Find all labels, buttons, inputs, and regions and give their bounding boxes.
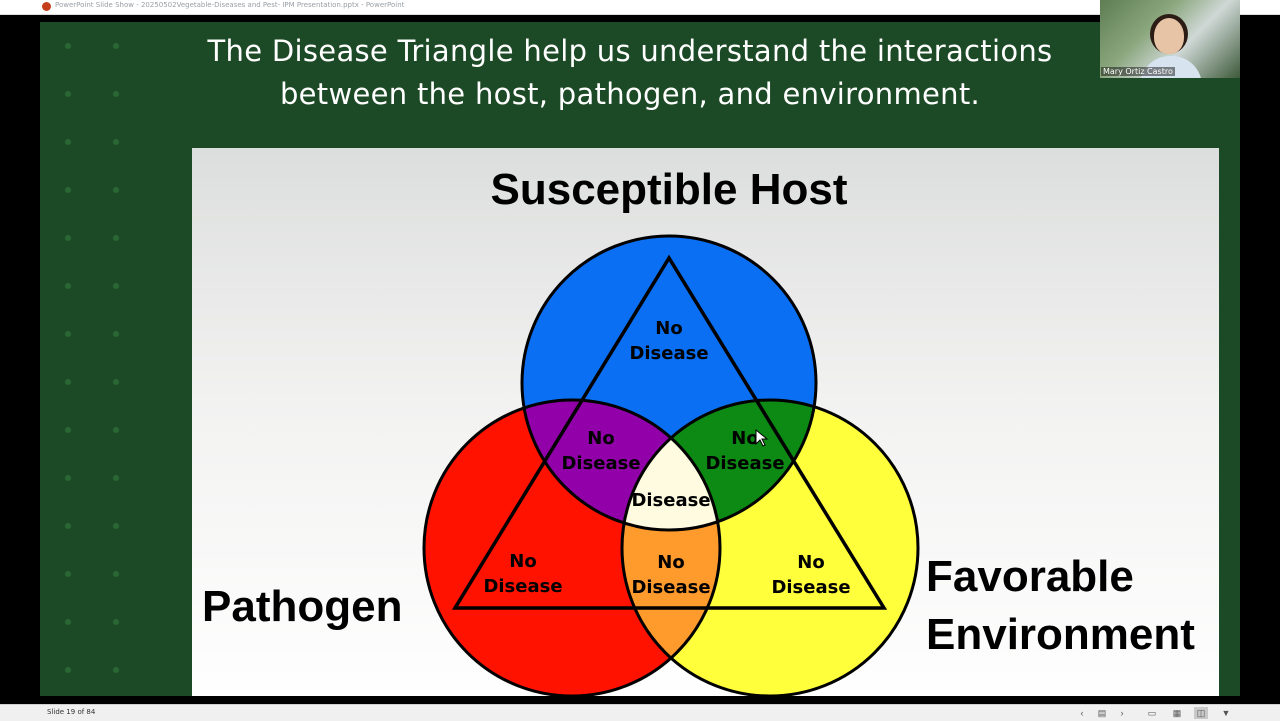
slide-sorter-icon[interactable]: ▦ bbox=[1172, 708, 1182, 718]
participant-face bbox=[1154, 18, 1184, 54]
slide-counter: Slide 19 of 84 bbox=[47, 708, 96, 716]
normal-view-icon[interactable]: ▭ bbox=[1147, 708, 1157, 718]
venn-diagram-svg: Susceptible Host No Disease No Disease N… bbox=[422, 165, 920, 696]
pathogen-only-label-1: No bbox=[509, 551, 536, 572]
participant-name: Mary Ortiz Castro bbox=[1101, 67, 1175, 76]
host-label: Susceptible Host bbox=[491, 165, 848, 214]
window-title: PowerPoint Slide Show - 20250502Vegetabl… bbox=[55, 1, 405, 9]
environment-only-label-1: No bbox=[797, 552, 824, 573]
powerpoint-icon bbox=[42, 2, 51, 11]
host-only-label-2: Disease bbox=[629, 343, 708, 364]
environment-circle-outline bbox=[620, 398, 920, 696]
host-environment-label-1: No bbox=[731, 428, 758, 449]
environment-label-line-2: Environment bbox=[926, 610, 1195, 659]
environment-label: Favorable Environment bbox=[926, 548, 1195, 664]
slide-title: The Disease Triangle help us understand … bbox=[190, 30, 1070, 116]
disease-triangle-diagram: Susceptible Host No Disease No Disease N… bbox=[192, 148, 1219, 696]
disease-triangle bbox=[451, 254, 888, 610]
pathogen-environment-label-1: No bbox=[657, 552, 684, 573]
pathogen-only-label-2: Disease bbox=[483, 576, 562, 597]
center-overlap bbox=[622, 400, 720, 530]
slideshow-statusbar: Slide 19 of 84 ‹ ▤ › ▭ ▦ ◫ ▼ bbox=[0, 704, 1280, 721]
center-disease-label: Disease bbox=[631, 490, 710, 511]
host-pathogen-label-1: No bbox=[587, 428, 614, 449]
pathogen-environment-label-2: Disease bbox=[631, 577, 710, 598]
mouse-cursor-icon bbox=[755, 428, 769, 447]
host-only-label-1: No bbox=[655, 318, 682, 339]
window-titlebar: PowerPoint Slide Show - 20250502Vegetabl… bbox=[0, 0, 1280, 15]
dot-pattern-decoration bbox=[40, 22, 155, 696]
reading-view-icon[interactable]: ◫ bbox=[1194, 707, 1208, 719]
host-environment-label-2: Disease bbox=[705, 453, 784, 474]
previous-slide-icon[interactable]: ‹ bbox=[1080, 708, 1084, 718]
next-slide-icon[interactable]: › bbox=[1120, 708, 1124, 718]
slide-title-line-2: between the host, pathogen, and environm… bbox=[279, 77, 981, 111]
notes-icon[interactable]: ▤ bbox=[1097, 708, 1107, 718]
host-circle-outline bbox=[520, 234, 818, 532]
host-pathogen-label-2: Disease bbox=[561, 453, 640, 474]
slide-title-line-1: The Disease Triangle help us understand … bbox=[207, 34, 1053, 68]
environment-label-line-1: Favorable bbox=[926, 552, 1134, 601]
participant-shirt bbox=[1140, 56, 1202, 78]
pathogen-circle-outline bbox=[422, 398, 722, 696]
webcam-thumbnail[interactable]: Mary Ortiz Castro bbox=[1100, 0, 1240, 78]
environment-only-label-2: Disease bbox=[771, 577, 850, 598]
slide[interactable]: The Disease Triangle help us understand … bbox=[40, 22, 1240, 696]
pathogen-label: Pathogen bbox=[202, 582, 403, 631]
slideshow-icon[interactable]: ▼ bbox=[1221, 708, 1231, 718]
